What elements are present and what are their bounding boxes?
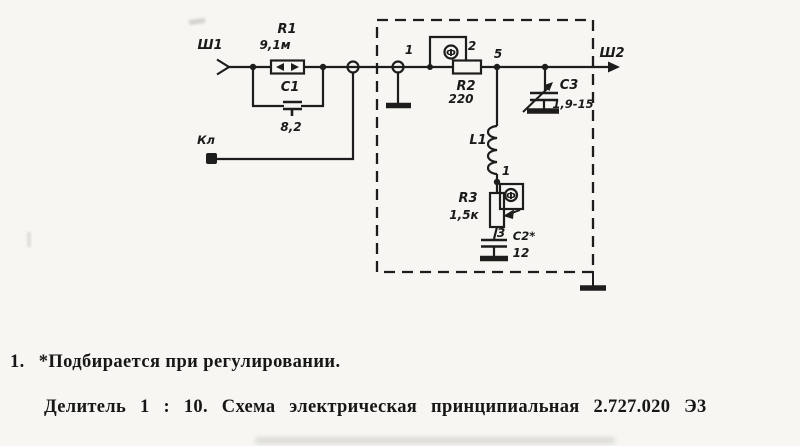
caption-line: Делитель 1 : 10. Схема электрическая при… — [44, 397, 707, 418]
r1-resistor-icon — [269, 59, 306, 75]
caption-text: Делитель 1 : 10. Схема электрическая при… — [44, 397, 707, 417]
footnote-line: 1. *Подбирается при регулировании. — [10, 352, 341, 373]
r2-adjust-mark: Ф — [446, 48, 456, 59]
c2-top-lead — [492, 226, 499, 240]
l1-coil-icon — [486, 124, 498, 176]
shield-enclosure — [375, 18, 606, 291]
r2-ref-label: R2 — [456, 79, 475, 94]
kl-clamp-icon — [206, 153, 217, 164]
r3-wiper-arrow-icon — [503, 209, 514, 219]
r2-trimmer: Ф 2 R2 220 — [427, 35, 483, 106]
feedthrough-pin1: 1 — [386, 43, 413, 109]
junction-dot — [427, 64, 433, 70]
c3-trimmer-arrow-icon — [543, 82, 553, 92]
r1-c1-network: R1 9,1м C1 8,2 — [249, 22, 327, 134]
feedthrough-terminal-icon — [346, 60, 360, 74]
c3-trimmer-capacitor: C3 1,9-15 — [522, 63, 594, 114]
c1-right-lead — [301, 67, 325, 108]
r3-adjust-mark: Ф — [506, 191, 516, 202]
l1-inductor-branch: 5 L1 1 — [469, 47, 510, 193]
c2-value-label: 12 — [513, 246, 530, 260]
scan-artifact — [255, 437, 615, 444]
junction-dot — [319, 63, 327, 71]
c3-ref-label: C3 — [560, 78, 579, 93]
pin1-bottom-label: 1 — [502, 164, 510, 178]
shield-dashed-border — [375, 18, 595, 274]
c3-value-label: 1,9-15 — [552, 97, 593, 111]
r3-ref-label: R3 — [458, 191, 477, 206]
pin1-label: 1 — [405, 43, 413, 57]
pin5-label: 5 — [494, 47, 502, 61]
pin3-label: 3 — [497, 226, 505, 240]
pin2-label: 2 — [468, 39, 476, 53]
junction-dot — [249, 63, 257, 71]
r2-resistor-icon — [451, 59, 483, 75]
kl-terminal-branch: Кл — [197, 60, 360, 164]
l1-ref-label: L1 — [469, 133, 486, 148]
r3-trimmer: Ф R3 1,5к — [449, 182, 525, 229]
sh2-connector-arrow-icon — [608, 61, 620, 73]
r3-adjust-screw-icon — [503, 187, 519, 203]
kl-label: Кл — [197, 133, 215, 147]
c1-left-lead — [251, 67, 284, 108]
junction-dot — [493, 178, 501, 186]
r3-value-label: 1,5к — [449, 208, 479, 222]
r1-inner-mark-right — [291, 63, 299, 71]
c1-value-label: 8,2 — [280, 120, 301, 134]
r1-ref-label: R1 — [277, 22, 296, 37]
c1-ref-label: C1 — [281, 80, 300, 95]
r1-inner-mark-left — [276, 63, 284, 71]
schematic-diagram: Ш1 Ш2 R1 9,1м C1 8,2 Кл — [197, 18, 625, 291]
r3-adjust-box — [498, 182, 525, 211]
c2-ref-label: C2* — [513, 229, 535, 243]
kl-wire — [214, 72, 355, 161]
sh1-label: Ш1 — [197, 38, 222, 53]
scan-artifact — [27, 232, 31, 247]
sh1-connector-icon — [216, 58, 230, 76]
sh2-label: Ш2 — [599, 46, 624, 61]
c3-trimmer-line — [522, 86, 550, 113]
r1-value-label: 9,1м — [259, 38, 290, 52]
r2-adjust-screw-icon — [443, 44, 459, 60]
footnote-number: 1. — [10, 352, 25, 372]
footnote-text: *Подбирается при регулировании. — [38, 352, 341, 372]
r2-wiper-loop — [428, 35, 468, 67]
r2-value-label: 220 — [448, 92, 473, 106]
c2-capacitor-branch: 3 C2* 12 — [480, 226, 535, 262]
